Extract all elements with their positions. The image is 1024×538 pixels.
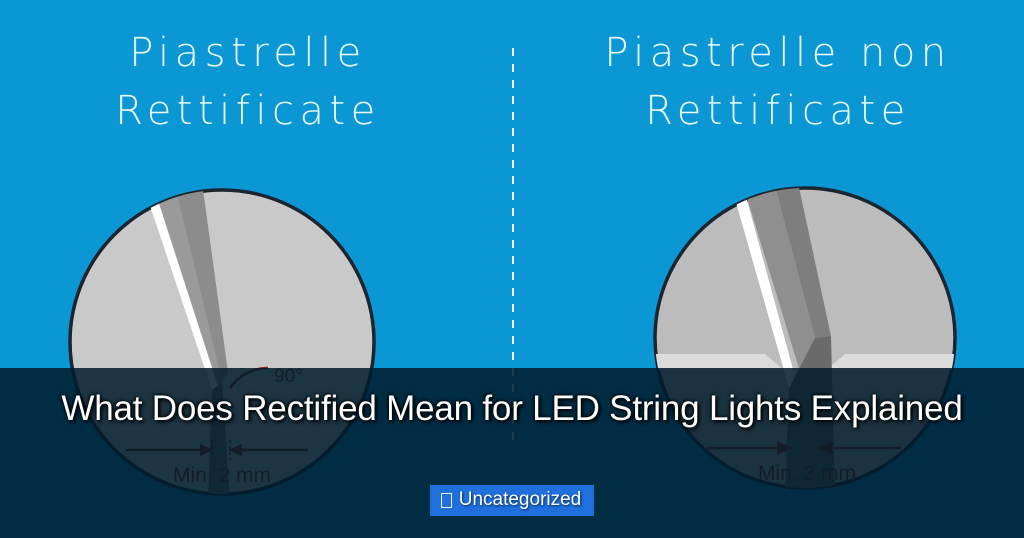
joint-wedge: [741, 188, 815, 388]
tofu-box-icon: [440, 492, 452, 508]
joint-wedge-shadow: [174, 190, 228, 382]
joint-wedge-shadow: [773, 188, 831, 338]
category-badge-label: Uncategorized: [458, 489, 582, 510]
page-title: What Does Rectified Mean for LED String …: [61, 389, 963, 428]
left-panel-heading: Piastrelle Rettificate: [115, 30, 381, 134]
category-badge[interactable]: Uncategorized: [429, 485, 595, 516]
joint-highlight: [142, 190, 218, 390]
category-badge-row: Uncategorized: [0, 485, 1024, 516]
joint-highlight: [729, 188, 797, 388]
right-panel-heading: Piastrelle non Rettificate: [604, 30, 952, 134]
panel-divider: [512, 48, 514, 448]
